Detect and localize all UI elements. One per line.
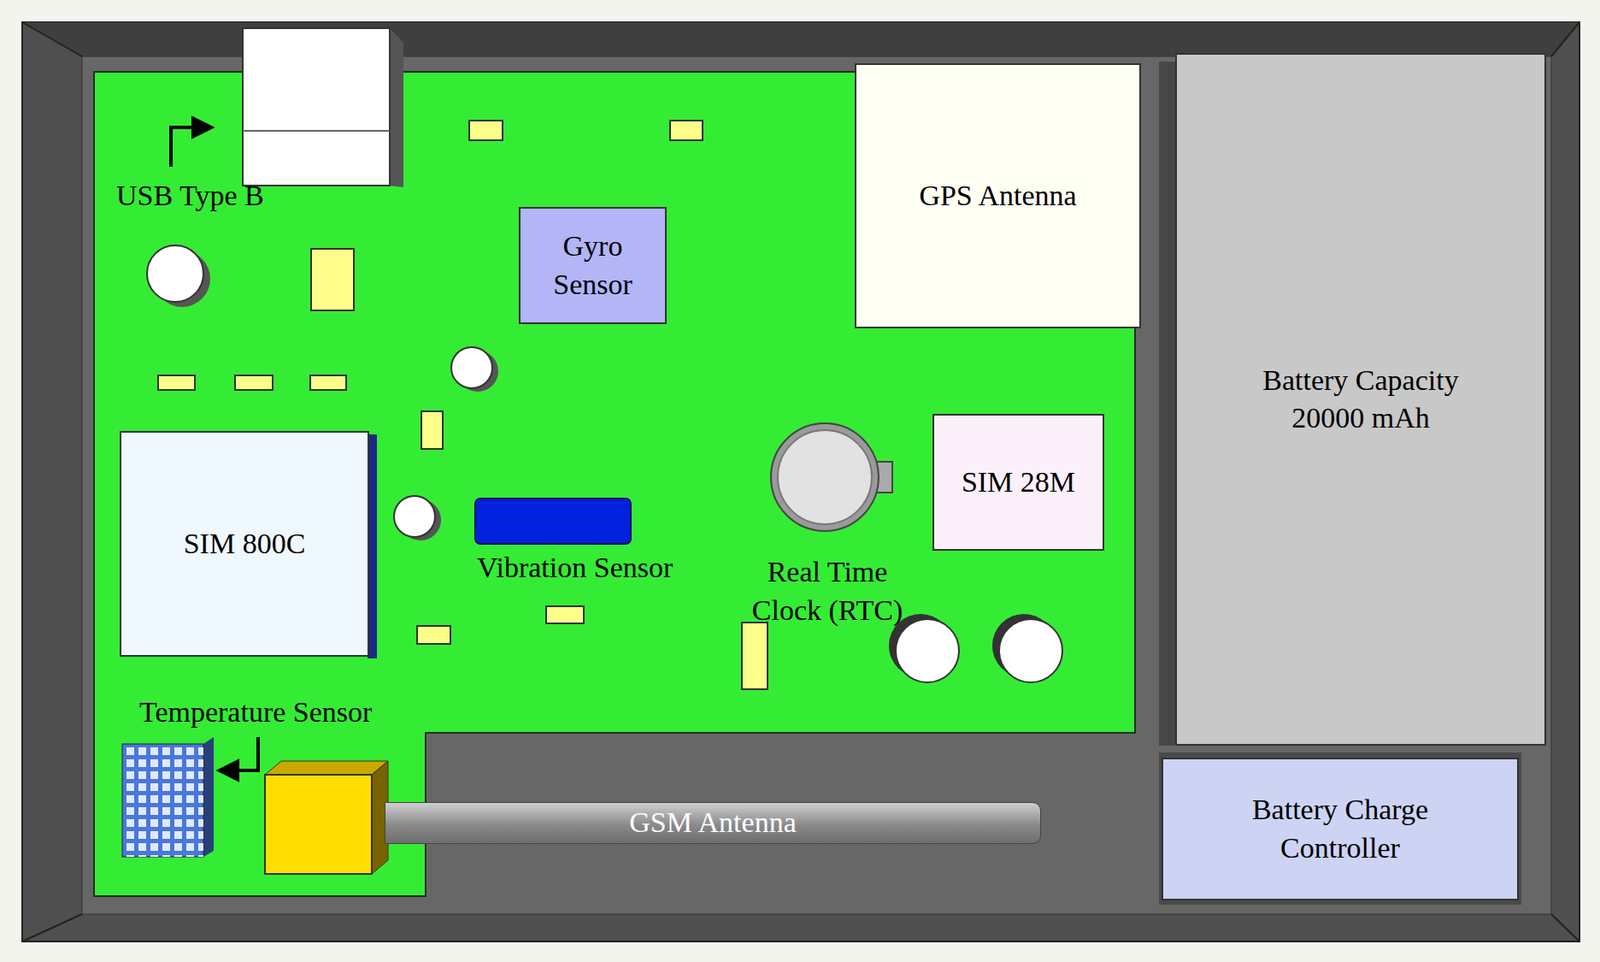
- vibration-sensor: [475, 498, 631, 544]
- rtc-battery: [770, 423, 879, 531]
- node-text: GPS Antenna: [918, 176, 1077, 215]
- housing: [22, 22, 1580, 942]
- node-text: SIM 800C: [183, 524, 306, 563]
- pcb: [94, 71, 1136, 896]
- leader-arrow: [170, 127, 211, 167]
- usb-connector: [242, 28, 390, 186]
- gsm-connector-top: [264, 760, 389, 775]
- temp-sensor-side: [203, 736, 214, 857]
- antenna-box: GPS Antenna: [854, 63, 1142, 329]
- node-text: Battery Charge Controller: [1229, 790, 1452, 866]
- temperature-sensor: [122, 743, 204, 857]
- node-text: GSM Antenna: [629, 803, 797, 842]
- part-label: USB Type B: [116, 176, 265, 216]
- usb-side: [389, 28, 404, 188]
- gsm-connector: [264, 774, 372, 874]
- node-text: Gyro Sensor: [537, 227, 649, 303]
- sensor-box: Gyro Sensor: [518, 206, 667, 324]
- part-label: Temperature Sensor: [139, 693, 372, 732]
- part-label: Vibration Sensor: [476, 548, 673, 588]
- controller-shadow: [1158, 752, 1522, 905]
- controller-box: Battery Charge Controller: [1161, 757, 1519, 900]
- part-label: Real Time Clock (RTC): [750, 552, 905, 630]
- antenna-rod: GSM Antenna: [384, 801, 1042, 844]
- battery-box: Battery Capacity 20000 mAh: [1175, 52, 1547, 746]
- leader-arrow: [220, 736, 259, 771]
- module-box: SIM 800C: [119, 430, 370, 657]
- node-text: SIM 28M: [961, 463, 1076, 501]
- module-box: SIM 28M: [932, 413, 1105, 551]
- node-text: Battery Capacity 20000 mAh: [1241, 361, 1481, 437]
